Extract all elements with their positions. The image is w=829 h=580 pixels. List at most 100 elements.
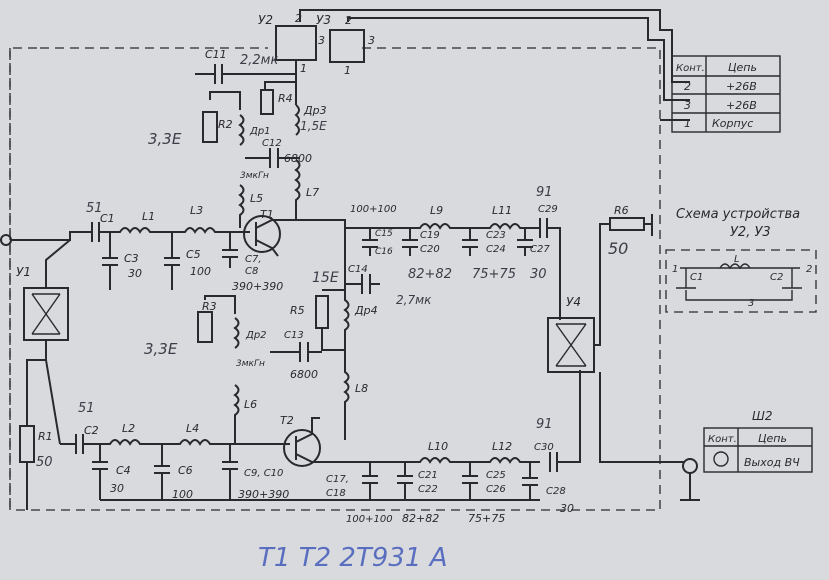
t1-leads [255, 219, 296, 257]
dr2-value: 3мкГн [236, 359, 265, 369]
t2-transistor [283, 429, 321, 467]
c23-value: 75+75 [472, 267, 516, 282]
l6-label: L6 [244, 398, 257, 411]
dr1-label: Др1 [249, 126, 271, 137]
c16-label: C16 [375, 247, 393, 257]
c24-label: C24 [486, 244, 506, 255]
r1-resistor [19, 425, 35, 463]
device-scheme-c1: C1 [690, 272, 703, 283]
c9c10-capacitor [222, 444, 238, 500]
l1-label: L1 [142, 210, 155, 223]
c7c8-value: 390+390 [232, 280, 283, 293]
u3-pin-bottom: 1 [344, 64, 351, 77]
c21c22-capacitor [397, 462, 413, 500]
r4-label: R4 [278, 92, 293, 105]
r5-label: R5 [290, 304, 305, 317]
c18-label: C18 [326, 488, 346, 499]
table-top-header-contact: Конт. [676, 63, 705, 74]
r5-resistor [315, 295, 329, 329]
c8-label: C8 [245, 266, 258, 277]
u4-symbol [555, 323, 587, 367]
c15-value: 100+100 [350, 204, 397, 215]
l2-l4-inductors [83, 439, 290, 446]
table-top-row2-circuit: +26В [726, 99, 757, 112]
c4-value: 30 [110, 482, 124, 495]
l5-inductor [238, 184, 245, 228]
u1-symbol [31, 293, 61, 335]
device-scheme-pin1: 1 [672, 264, 678, 275]
u3-pin-top: 2 [345, 14, 352, 27]
r2-label: R2 [218, 118, 233, 131]
u2-block [275, 25, 317, 61]
r3-resistor [197, 311, 213, 343]
u1-wires [45, 239, 71, 445]
c21-value: 82+82 [402, 512, 439, 525]
c28-value: 30 [560, 502, 574, 515]
t1-transistor [243, 215, 281, 253]
c4-capacitor [92, 444, 108, 500]
supply-wire-u3 [347, 17, 690, 101]
dr1-value: 3мкГн [240, 171, 269, 181]
c17c18-capacitor [362, 462, 378, 500]
dr3-choke [294, 104, 300, 136]
u3-label: У3 [316, 13, 331, 27]
table-top-header-circuit: Цепь [728, 61, 757, 74]
l3-label: L3 [190, 204, 203, 217]
u2-pin-right: 3 [318, 34, 325, 47]
u2-label: У2 [258, 13, 273, 27]
r1-value: 50 [36, 455, 53, 470]
r3-dr2-top-wire [204, 295, 236, 314]
c19-value: 82+82 [408, 267, 452, 282]
c6-capacitor [154, 444, 170, 500]
c1-value: 51 [86, 201, 103, 216]
c26-label: C26 [486, 484, 506, 495]
c3-capacitor [102, 232, 118, 280]
c25c26-capacitor [462, 462, 478, 500]
l1-l3-inductors [99, 227, 250, 234]
c21-label: C21 [418, 470, 438, 481]
l6-inductor [233, 384, 240, 444]
device-scheme-pin2: 2 [806, 264, 812, 275]
c23-label: C23 [486, 230, 506, 241]
c6-label: C6 [178, 464, 193, 477]
c4-label: C4 [116, 464, 131, 477]
r3-label: R3 [202, 300, 217, 313]
table-top-row1-contact: 2 [684, 80, 691, 93]
dr4-l8-rail [343, 228, 350, 440]
c22-label: C22 [418, 484, 438, 495]
c25-label: C25 [486, 470, 506, 481]
u2-pin-top: 2 [295, 12, 302, 25]
table-bottom-header-contact: Конт. [708, 434, 737, 445]
c19c20-capacitor [402, 228, 418, 256]
c27-capacitor [517, 228, 533, 256]
c30-label: C30 [534, 442, 554, 453]
c9c10-value: 390+390 [238, 488, 289, 501]
r6-label: R6 [614, 204, 629, 217]
device-scheme-pin3: 3 [748, 298, 754, 309]
dr4-value: 2,7мк [396, 293, 432, 307]
table-top-row1-circuit: +26В [726, 80, 757, 93]
table-top-row3-circuit: Корпус [712, 117, 753, 130]
c3-label: C3 [124, 252, 139, 265]
u4-label: У4 [566, 295, 581, 309]
table-top-row2-contact: 3 [684, 99, 691, 112]
c27-value: 30 [530, 267, 547, 282]
r3-value: 3,3Е [144, 340, 178, 358]
device-scheme-c2: C2 [770, 272, 783, 283]
c13-label: C13 [284, 330, 304, 341]
r4-resistor [260, 89, 274, 115]
l5-label: L5 [250, 192, 263, 205]
l11-label: L11 [492, 204, 512, 217]
t2-label: T2 [280, 414, 294, 427]
dr2-label: Др2 [245, 330, 267, 341]
c29-value: 91 [536, 185, 553, 200]
c2-value: 51 [78, 401, 95, 416]
r2-value: 3,3Е [148, 130, 182, 148]
l12-label: L12 [492, 440, 512, 453]
u3-pin-right: 3 [368, 34, 375, 47]
c9c10-label: C9, C10 [244, 468, 283, 479]
c27-label: C27 [530, 244, 550, 255]
r5-bottom-wire [321, 328, 345, 351]
